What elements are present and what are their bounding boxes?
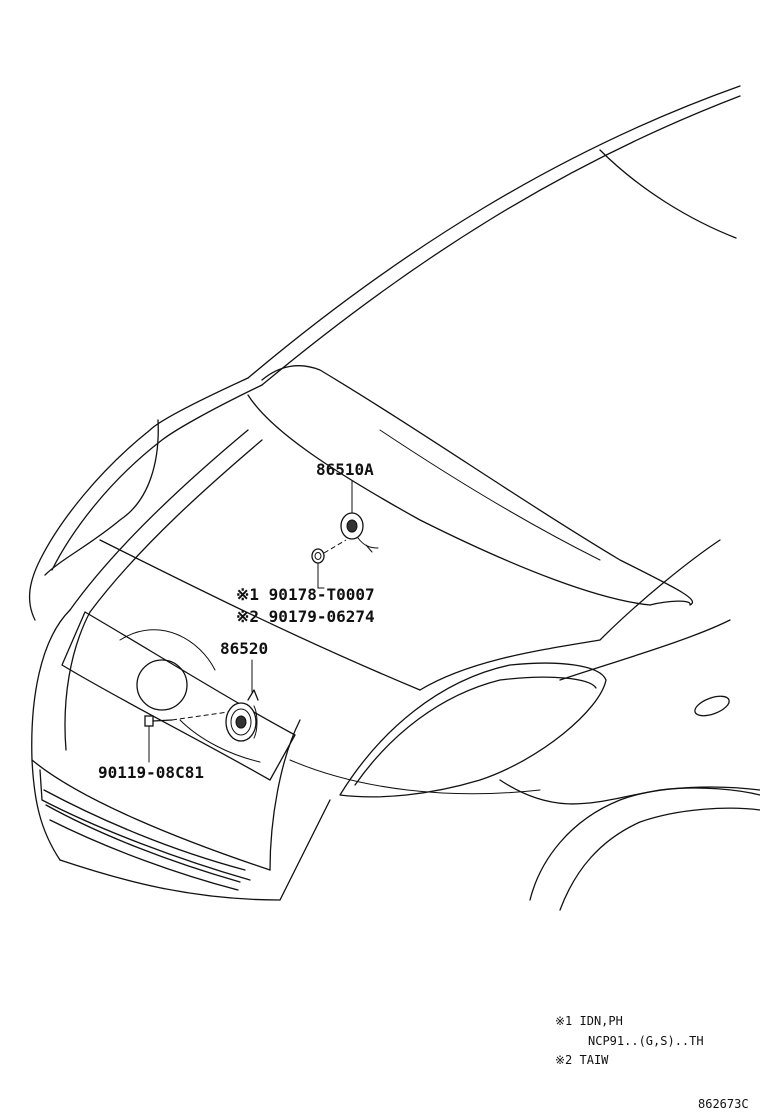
- horn-low-icon: [225, 689, 259, 742]
- note-1-line-1: ※1 IDN,PH: [555, 1014, 623, 1028]
- note-1-line-2: NCP91..(G,S)..TH: [588, 1034, 704, 1048]
- part-number-bolt: 90119-08C81: [98, 763, 204, 782]
- part-number-horn-high: 86510A: [316, 460, 374, 479]
- note-2: ※2 TAIW: [555, 1053, 609, 1067]
- part-number-nut-1: ※1 90178-T0007: [236, 585, 375, 604]
- nut-icon: [311, 548, 325, 564]
- car-body-outline: [28, 85, 760, 911]
- part-number-horn-low: 86520: [220, 639, 268, 658]
- diagram-id: 862673C: [698, 1097, 749, 1111]
- horn-high-icon: [340, 512, 379, 553]
- part-number-nut-2: ※2 90179-06274: [236, 607, 375, 626]
